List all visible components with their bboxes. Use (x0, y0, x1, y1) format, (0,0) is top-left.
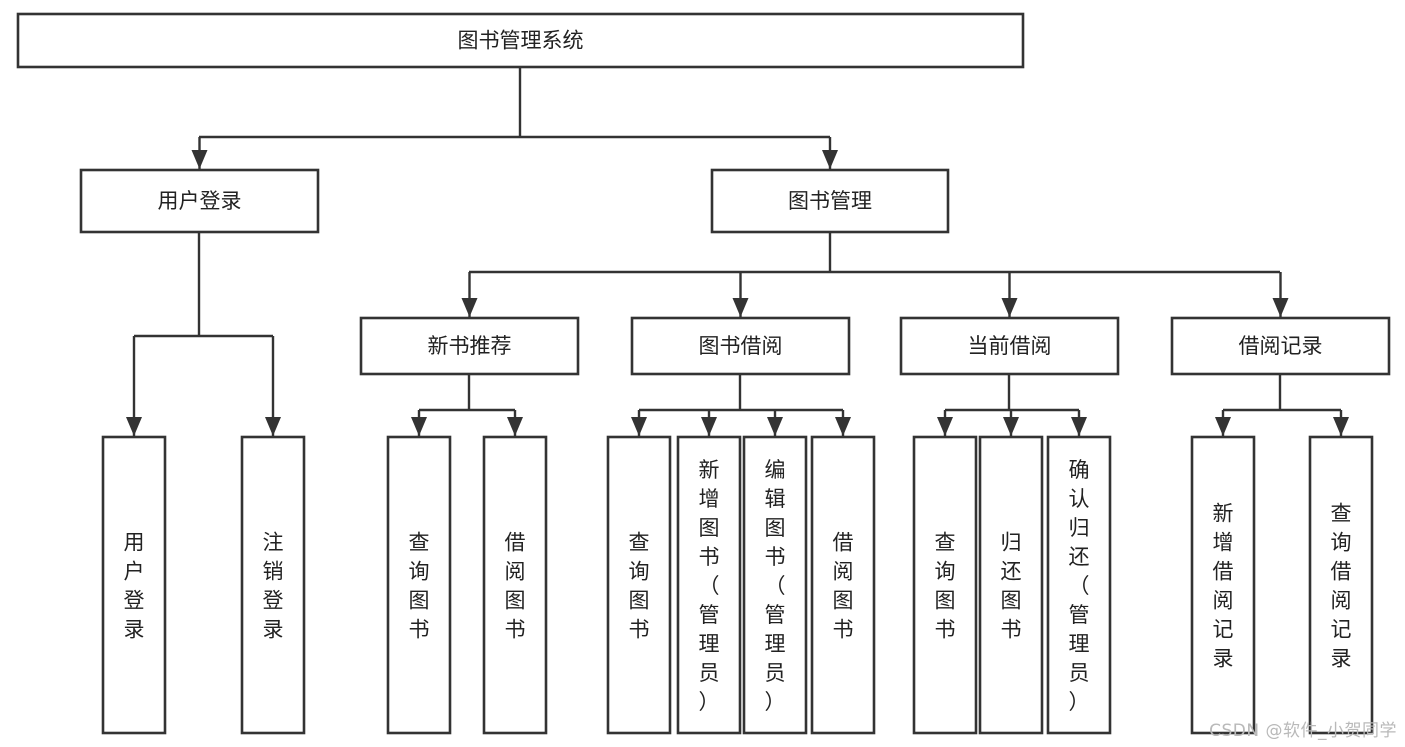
arrow-head-icon (1001, 298, 1018, 317)
node-label: 用户登录 (158, 189, 242, 213)
node-注销登录-leaf[interactable]: 注销登录 (240, 435, 306, 735)
node-label: 新增借阅记录 (1213, 502, 1234, 671)
csdn-watermark: CSDN @软件_小贺同学 (1209, 721, 1397, 741)
node-box[interactable] (386, 435, 452, 735)
node-box[interactable] (742, 435, 808, 735)
node-box[interactable] (16, 12, 1025, 69)
node-box[interactable] (912, 435, 978, 735)
node-借阅记录-level3[interactable]: 借阅记录 (1170, 316, 1391, 376)
node-图书管理系统-root[interactable]: 图书管理系统 (16, 12, 1025, 69)
node-图书管理-level2[interactable]: 图书管理 (710, 168, 950, 234)
node-box[interactable] (359, 316, 580, 376)
node-新书推荐-level3[interactable]: 新书推荐 (359, 316, 580, 376)
node-box[interactable] (1308, 435, 1374, 735)
node-box[interactable] (79, 168, 320, 234)
arrow-head-icon (701, 417, 717, 436)
node-归还图书-leaf[interactable]: 归还图书 (978, 435, 1044, 735)
node-label: 借阅图书 (505, 531, 526, 642)
arrow-head-icon (126, 417, 142, 436)
node-box[interactable] (676, 435, 742, 735)
node-label: 注销登录 (263, 531, 284, 642)
arrow-head-icon (937, 417, 953, 436)
arrow-head-icon (631, 417, 647, 436)
arrow-head-icon (835, 417, 851, 436)
node-layer: 图书管理系统用户登录图书管理新书推荐图书借阅当前借阅借阅记录用户登录注销登录查询… (16, 12, 1391, 735)
node-label: 图书管理 (788, 189, 872, 213)
node-label: 当前借阅 (968, 334, 1052, 358)
node-box[interactable] (710, 168, 950, 234)
arrow-head-icon (1272, 298, 1289, 317)
arrow-head-icon (461, 298, 478, 317)
arrow-head-icon (507, 417, 523, 436)
node-label: 确认归还（管理员） (1069, 458, 1090, 714)
node-box[interactable] (240, 435, 306, 735)
node-查询借阅记录-leaf[interactable]: 查询借阅记录 (1308, 435, 1374, 735)
arrow-head-icon (265, 417, 281, 436)
node-查询图书-leaf[interactable]: 查询图书 (386, 435, 452, 735)
node-box[interactable] (810, 435, 876, 735)
node-新增图书管理员-leaf[interactable]: 新增图书（管理员） (676, 435, 742, 735)
node-label: 用户登录 (124, 531, 145, 642)
node-label: 图书借阅 (699, 334, 783, 358)
connector-layer (126, 67, 1349, 436)
arrow-head-icon (191, 150, 208, 169)
node-box[interactable] (101, 435, 167, 735)
node-label: 借阅图书 (833, 531, 854, 642)
node-图书借阅-level3[interactable]: 图书借阅 (630, 316, 851, 376)
node-label: 新书推荐 (428, 334, 512, 358)
arrow-head-icon (411, 417, 427, 436)
node-label: 图书管理系统 (458, 29, 584, 53)
node-box[interactable] (978, 435, 1044, 735)
arrow-head-icon (767, 417, 783, 436)
node-box[interactable] (899, 316, 1120, 376)
node-新增借阅记录-leaf[interactable]: 新增借阅记录 (1190, 435, 1256, 735)
node-label: 新增图书（管理员） (699, 458, 720, 714)
arrow-head-icon (1215, 417, 1231, 436)
node-查询图书-leaf[interactable]: 查询图书 (606, 435, 672, 735)
node-box[interactable] (1170, 316, 1391, 376)
node-box[interactable] (606, 435, 672, 735)
node-box[interactable] (1046, 435, 1112, 735)
node-借阅图书-leaf[interactable]: 借阅图书 (810, 435, 876, 735)
node-label: 查询图书 (935, 531, 956, 642)
node-label: 查询图书 (409, 531, 430, 642)
arrow-head-icon (1003, 417, 1019, 436)
node-查询图书-leaf[interactable]: 查询图书 (912, 435, 978, 735)
node-编辑图书管理员-leaf[interactable]: 编辑图书（管理员） (742, 435, 808, 735)
node-label: 归还图书 (1001, 531, 1022, 642)
arrow-head-icon (822, 150, 838, 169)
node-label: 查询图书 (629, 531, 650, 642)
node-借阅图书-leaf[interactable]: 借阅图书 (482, 435, 548, 735)
node-用户登录-level2[interactable]: 用户登录 (79, 168, 320, 234)
node-label: 查询借阅记录 (1331, 502, 1352, 671)
node-label: 借阅记录 (1239, 334, 1323, 358)
arrow-head-icon (732, 298, 749, 317)
node-确认归还管理员-leaf[interactable]: 确认归还（管理员） (1046, 435, 1112, 735)
arrow-head-icon (1071, 417, 1087, 436)
node-box[interactable] (1190, 435, 1256, 735)
node-label: 编辑图书（管理员） (765, 458, 786, 714)
arrow-head-icon (1333, 417, 1349, 436)
node-box[interactable] (630, 316, 851, 376)
node-当前借阅-level3[interactable]: 当前借阅 (899, 316, 1120, 376)
node-用户登录-leaf[interactable]: 用户登录 (101, 435, 167, 735)
node-box[interactable] (482, 435, 548, 735)
